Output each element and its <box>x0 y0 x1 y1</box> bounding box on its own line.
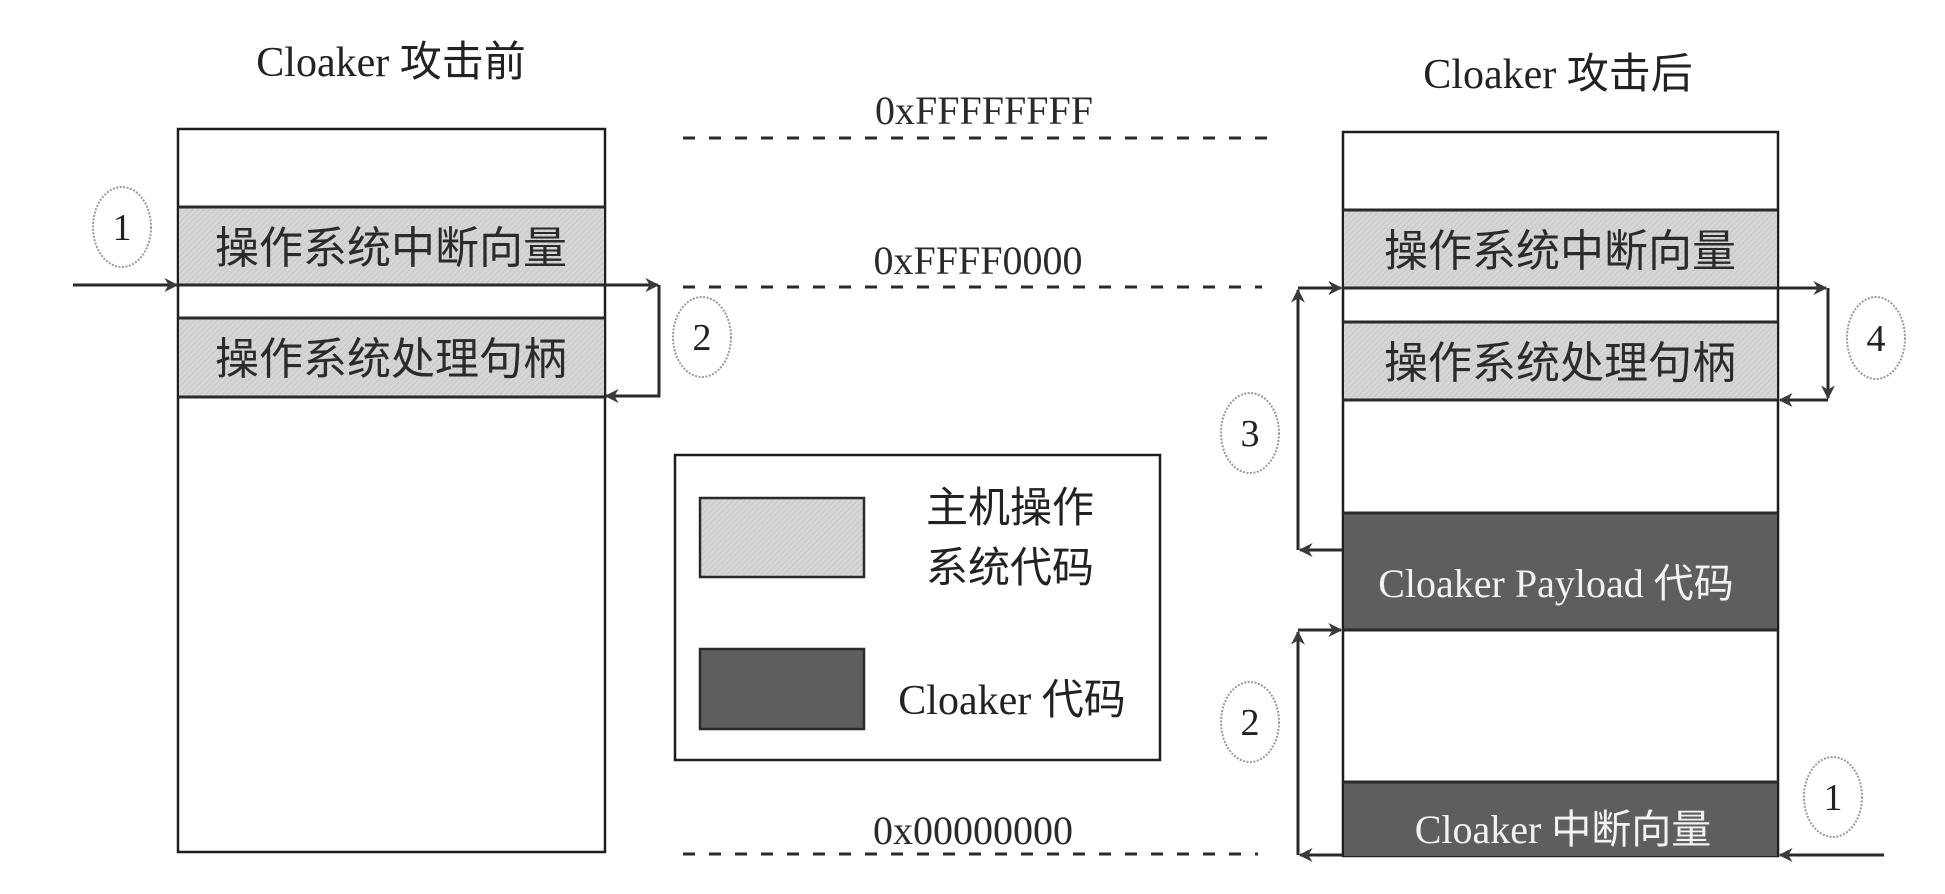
after-band-interrupt-vector-fill <box>1344 210 1777 288</box>
step-circle-outline <box>1220 681 1280 763</box>
after-band-interrupt-vector: 操作系统中断向量 <box>1343 208 1778 290</box>
legend-swatch-cloaker <box>698 647 866 731</box>
legend-label-host-os-line1: 主机操作 <box>926 486 1094 532</box>
step-circle-outline <box>1846 296 1906 380</box>
after-band-handler: 操作系统处理句柄 <box>1343 320 1778 402</box>
before-step2-number: 2 <box>693 317 712 359</box>
step-circle-outline <box>1220 392 1280 474</box>
after-band-payload-fill <box>1344 513 1777 630</box>
address-label-bottom: 0x00000000 <box>873 808 1073 853</box>
after-step3-number: 3 <box>1241 413 1260 455</box>
after-band-cloaker-vector: Cloaker 中断向量 <box>1343 780 1778 856</box>
after-band-payload: Cloaker Payload 代码 <box>1343 511 1778 632</box>
before-band-handler-fill <box>179 318 604 397</box>
after-band-cloaker-vector-fill <box>1344 782 1777 856</box>
step-circle-outline <box>672 296 732 378</box>
after-memory-column: 操作系统中断向量 操作系统处理句柄 Cloaker Payload 代码 Clo… <box>1220 130 1906 862</box>
before-attack-title: Cloaker 攻击前 <box>256 40 525 86</box>
after-step4-number: 4 <box>1867 318 1886 360</box>
legend-label-cloaker: Cloaker 代码 <box>898 678 1125 724</box>
after-band-interrupt-vector-label: 操作系统中断向量 <box>1384 227 1736 276</box>
address-label-mid: 0xFFFF0000 <box>874 238 1083 283</box>
after-step3-circle: 3 <box>1220 392 1280 474</box>
before-step2-circle: 2 <box>672 296 732 378</box>
address-label-top: 0xFFFFFFFF <box>875 88 1093 133</box>
after-step2-number: 2 <box>1241 702 1260 744</box>
before-step2-arrow-back <box>604 285 661 403</box>
legend-label-host-os-line2: 系统代码 <box>926 546 1094 592</box>
after-band-cloaker-vector-label: Cloaker 中断向量 <box>1415 807 1712 852</box>
before-band-handler: 操作系统处理句柄 <box>178 316 605 399</box>
before-band-handler-label: 操作系统处理句柄 <box>215 335 567 384</box>
before-step1-number: 1 <box>113 207 132 249</box>
before-band-interrupt-vector-fill <box>179 207 604 285</box>
before-step1-circle: 1 <box>92 186 152 268</box>
legend-swatch-host-os <box>698 496 866 579</box>
after-band-handler-label: 操作系统处理句柄 <box>1384 339 1736 388</box>
before-band-interrupt-vector: 操作系统中断向量 <box>178 205 605 287</box>
after-step1-circle: 1 <box>1803 756 1863 838</box>
after-step2-circle: 2 <box>1220 681 1280 763</box>
after-step1-number: 1 <box>1824 777 1843 819</box>
step-circle-outline <box>1803 756 1863 838</box>
after-band-handler-fill <box>1344 322 1777 400</box>
after-band-payload-label: Cloaker Payload 代码 <box>1378 561 1734 606</box>
legend: 主机操作 系统代码 Cloaker 代码 <box>673 453 1162 762</box>
after-step4-circle: 4 <box>1846 296 1906 380</box>
before-band-interrupt-vector-label: 操作系统中断向量 <box>215 224 567 273</box>
after-attack-title: Cloaker 攻击后 <box>1423 52 1692 98</box>
step-circle-outline <box>92 186 152 268</box>
before-memory-column: 操作系统中断向量 操作系统处理句柄 1 2 <box>73 127 732 854</box>
